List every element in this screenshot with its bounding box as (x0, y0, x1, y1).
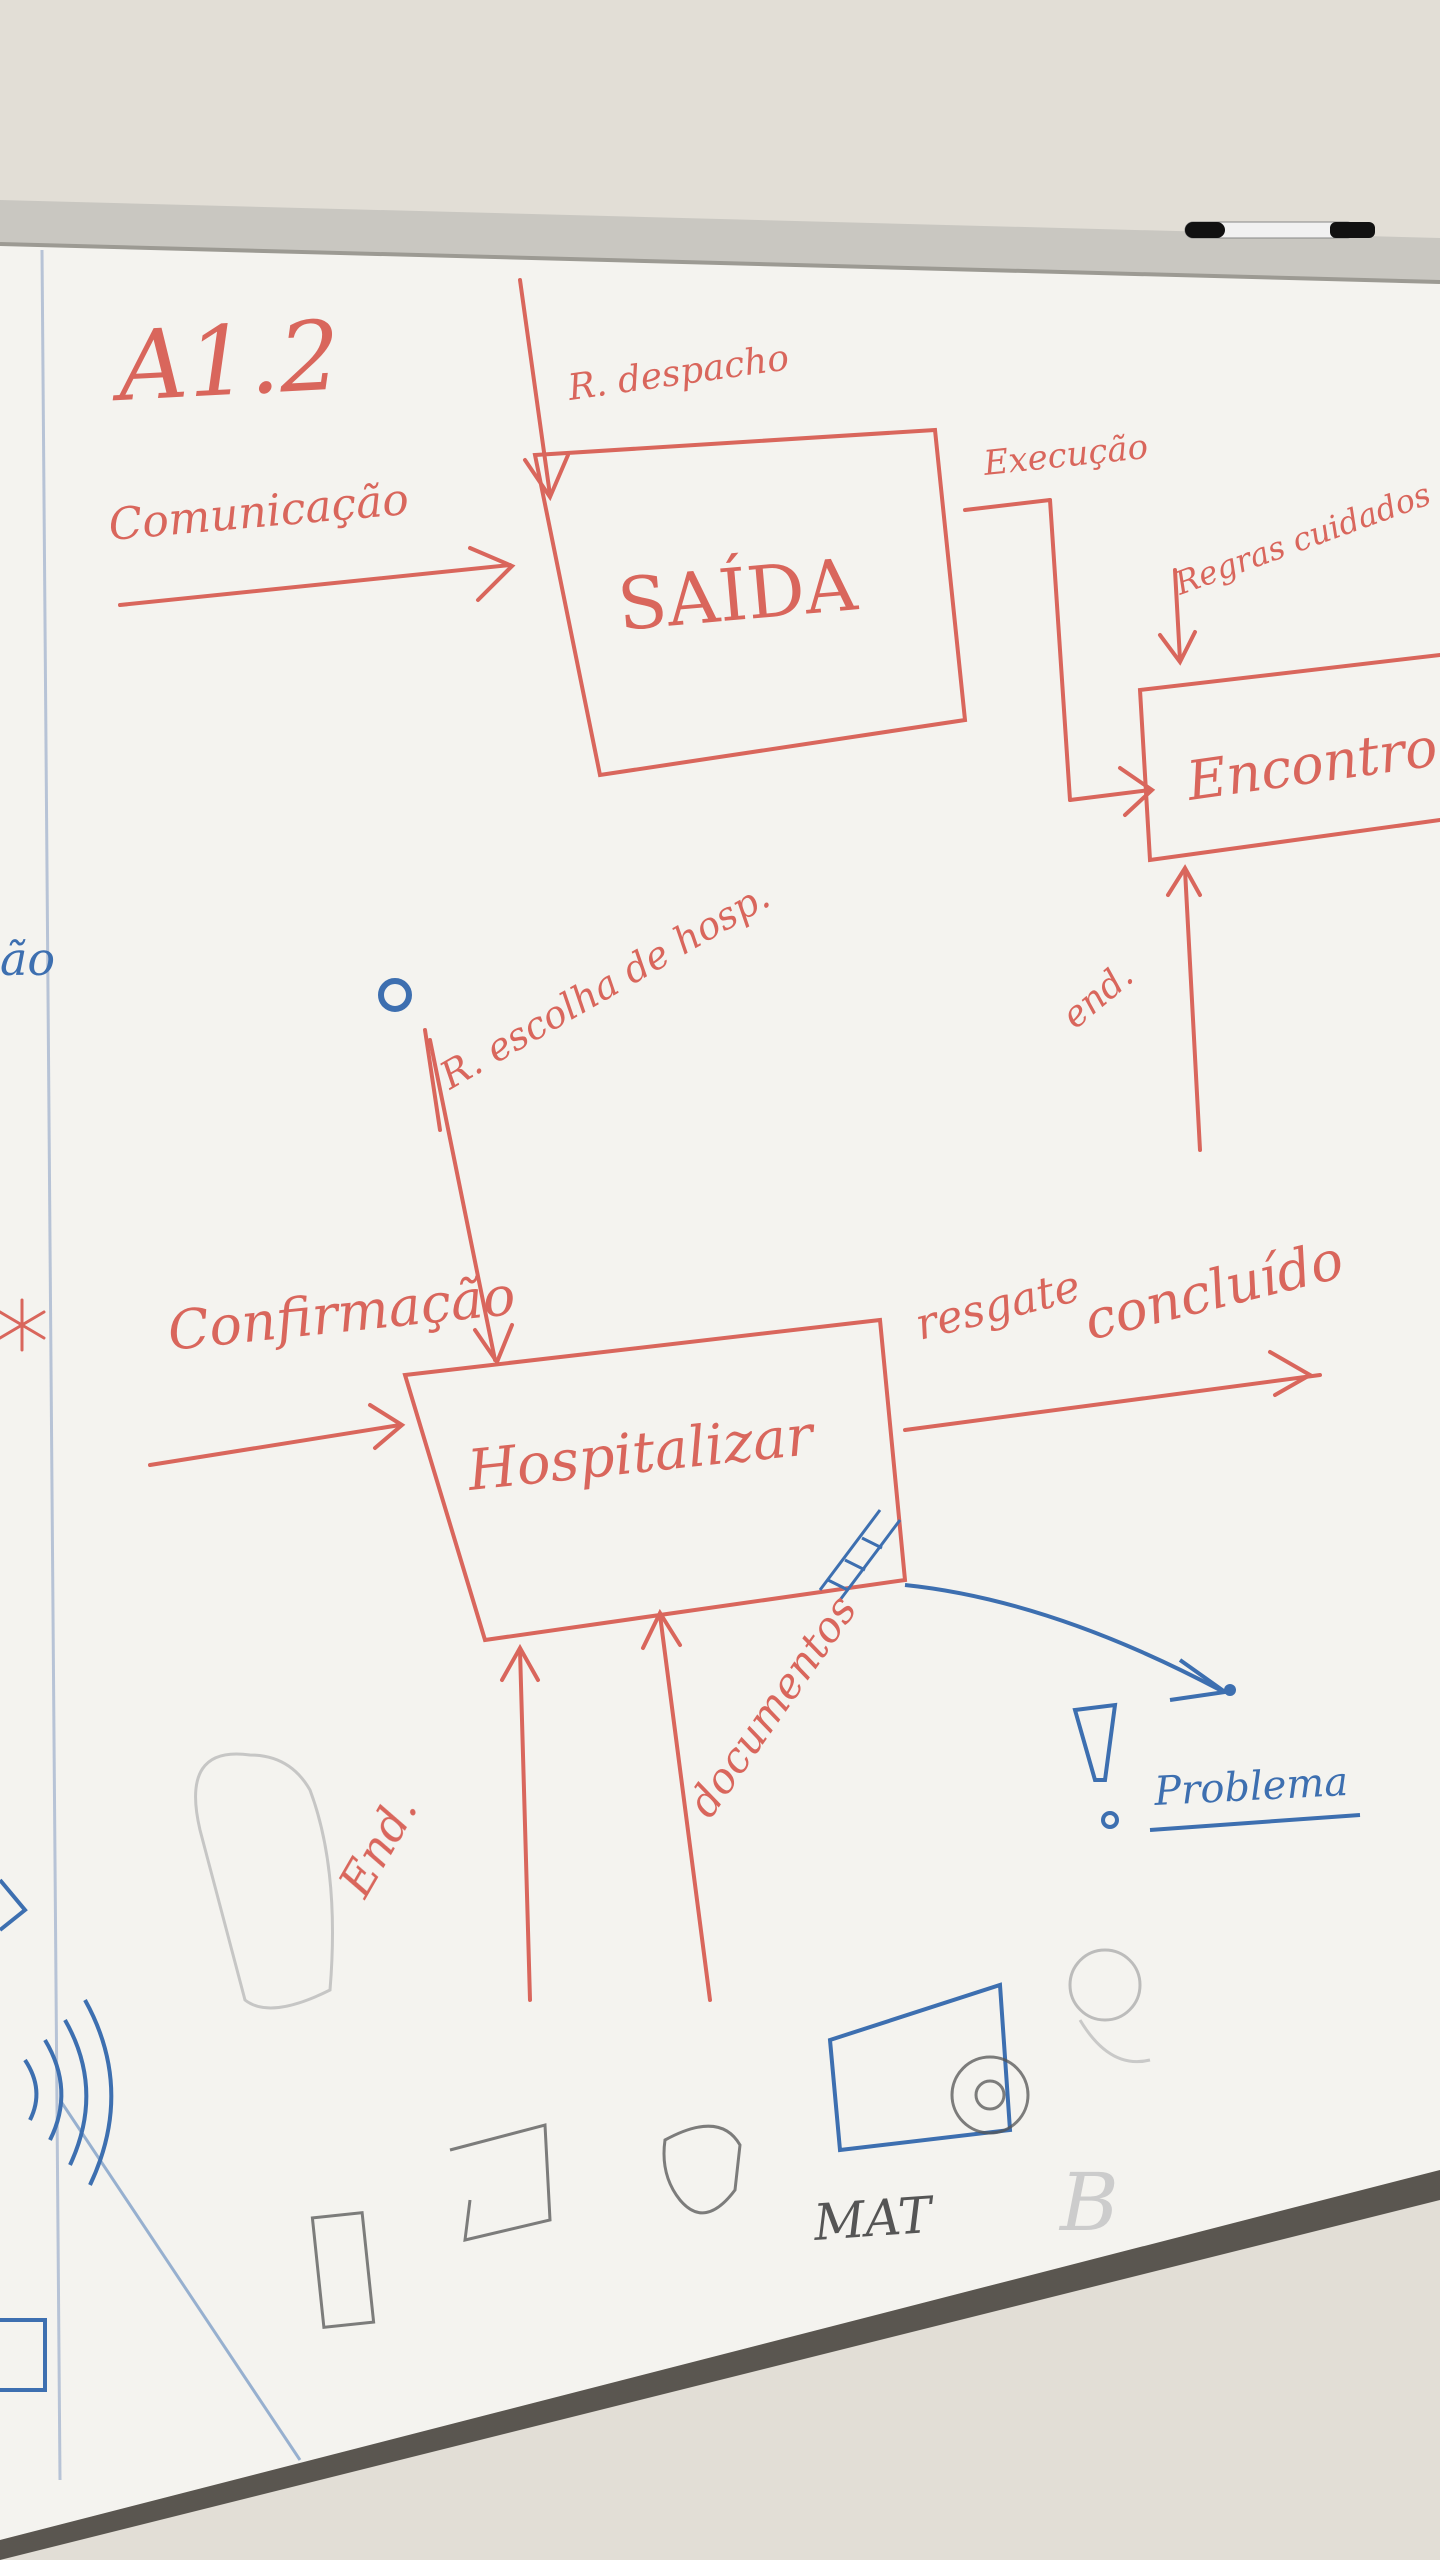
encontro-box (1137, 653, 1440, 863)
phone-sketch (310, 2211, 376, 2329)
screen-sketch (827, 1982, 1013, 2153)
left-box-sketch (0, 2318, 47, 2392)
hospitalizar-box (402, 1317, 908, 1643)
whiteboard-bottom-frame (0, 2170, 1440, 2560)
paper-sketch (449, 2123, 552, 2242)
face-sketch (950, 2055, 1030, 2135)
mat-sketch-text: MAT (811, 2186, 937, 2252)
rounded-shape-sketch (194, 1752, 334, 2010)
signal-waves-icon (23, 1999, 114, 2186)
board-title: A1.2 (107, 300, 343, 424)
exclamation-icon (1072, 1702, 1119, 1829)
ladder-icon (818, 1509, 902, 1601)
problema-label: Problema (1152, 1759, 1349, 1815)
problema-arrow (904, 1583, 1221, 1692)
b-sketch-text: B (1058, 2156, 1119, 2249)
blue-dot (378, 978, 412, 1012)
asterisk-icon (0, 1298, 46, 1352)
person-head-sketch (1068, 1948, 1142, 2022)
whiteboard-surface (0, 240, 1440, 2540)
despacho-arrow (518, 278, 552, 497)
saida-label: SAÍDA (614, 541, 861, 647)
left-arrow-icon (0, 1878, 28, 1932)
saida-box (532, 427, 968, 778)
whiteboard-top-frame (0, 200, 1440, 282)
shield-sketch (662, 2124, 742, 2215)
left-edge-text: ão (0, 932, 55, 986)
marker-pen-icon[interactable] (1184, 221, 1375, 239)
comunicacao-arrow (118, 563, 512, 607)
